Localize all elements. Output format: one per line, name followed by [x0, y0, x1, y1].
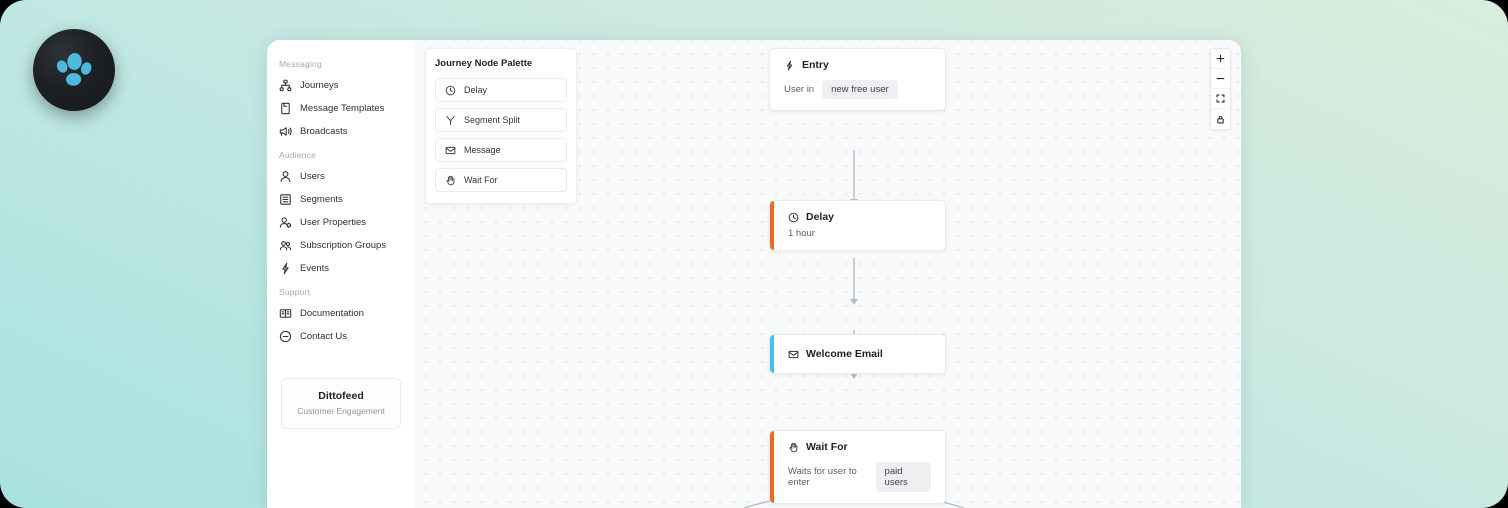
- palette-item-message[interactable]: Message: [435, 138, 567, 162]
- brand-card: Dittofeed Customer Engagement: [281, 378, 401, 429]
- lock-canvas-button[interactable]: [1211, 109, 1230, 129]
- sidebar-item-label: Users: [300, 171, 325, 182]
- canvas-zoom-controls: [1210, 48, 1231, 130]
- sidebar-item-events[interactable]: Events: [267, 257, 414, 280]
- fit-view-button[interactable]: [1211, 89, 1230, 109]
- palette-item-delay[interactable]: Delay: [435, 78, 567, 102]
- chat-icon: [279, 330, 292, 343]
- sidebar-item-broadcasts[interactable]: Broadcasts: [267, 120, 414, 143]
- node-accent-bar: [770, 201, 774, 250]
- node-accent-bar: [770, 431, 774, 503]
- book-icon: [279, 307, 292, 320]
- sidebar-item-label: Broadcasts: [300, 126, 348, 137]
- brand-tagline: Customer Engagement: [297, 406, 385, 416]
- document-icon: [279, 102, 292, 115]
- node-title: Wait For: [806, 441, 848, 453]
- node-subtitle: Waits for user to enter paid users: [788, 462, 931, 492]
- user-icon: [279, 170, 292, 183]
- sidebar-item-label: Segments: [300, 194, 343, 205]
- sidebar-item-label: Message Templates: [300, 103, 385, 114]
- sidebar-item-user-properties[interactable]: User Properties: [267, 211, 414, 234]
- hand-icon: [445, 175, 456, 186]
- palette-item-wait-for[interactable]: Wait For: [435, 168, 567, 192]
- sidebar-item-label: Documentation: [300, 308, 364, 319]
- palette-item-label: Wait For: [464, 175, 498, 185]
- palette-item-segment-split[interactable]: Segment Split: [435, 108, 567, 132]
- sidebar-item-label: Subscription Groups: [300, 240, 387, 251]
- journey-node-welcome-email[interactable]: Welcome Email: [769, 334, 946, 374]
- sidebar-item-label: Journeys: [300, 80, 339, 91]
- node-subtitle: User in new free user: [784, 80, 931, 99]
- node-accent-bar: [770, 335, 774, 373]
- segment-chip[interactable]: paid users: [875, 462, 931, 492]
- sidebar: Messaging Journeys Message Templates: [267, 40, 414, 508]
- app-window: Messaging Journeys Message Templates: [267, 40, 1241, 508]
- clock-icon: [445, 85, 456, 96]
- hand-icon: [788, 442, 799, 453]
- sidebar-item-users[interactable]: Users: [267, 165, 414, 188]
- palette-title: Journey Node Palette: [435, 58, 533, 69]
- zoom-out-button[interactable]: [1211, 69, 1230, 89]
- sidebar-item-label: User Properties: [300, 217, 366, 228]
- journey-node-delay[interactable]: Delay 1 hour: [769, 200, 946, 251]
- journey-node-palette: Journey Node Palette Delay Segment Split: [425, 48, 577, 204]
- sitemap-icon: [279, 79, 292, 92]
- segments-icon: [279, 193, 292, 206]
- sidebar-item-documentation[interactable]: Documentation: [267, 302, 414, 325]
- sidebar-item-segments[interactable]: Segments: [267, 188, 414, 211]
- zoom-in-button[interactable]: [1211, 49, 1230, 69]
- sidebar-section-messaging: Messaging: [279, 59, 322, 69]
- journey-canvas[interactable]: Journey Node Palette Delay Segment Split: [414, 40, 1241, 508]
- journey-node-entry[interactable]: Entry User in new free user: [769, 48, 946, 111]
- brand-name: Dittofeed: [318, 390, 364, 402]
- sidebar-item-contact-us[interactable]: Contact Us: [267, 325, 414, 348]
- lightning-icon: [279, 262, 292, 275]
- segment-chip[interactable]: new free user: [822, 80, 898, 99]
- sidebar-section-support: Support: [279, 287, 311, 297]
- sidebar-item-journeys[interactable]: Journeys: [267, 74, 414, 97]
- palette-item-label: Message: [464, 145, 501, 155]
- node-prefix-text: 1 hour: [788, 228, 815, 239]
- users-group-icon: [279, 239, 292, 252]
- fork-icon: [445, 115, 456, 126]
- envelope-icon: [788, 349, 799, 360]
- envelope-icon: [445, 145, 456, 156]
- megaphone-icon: [279, 125, 292, 138]
- sidebar-item-subscription-groups[interactable]: Subscription Groups: [267, 234, 414, 257]
- node-prefix-text: Waits for user to enter: [788, 466, 857, 488]
- lightning-icon: [784, 60, 795, 71]
- sidebar-item-message-templates[interactable]: Message Templates: [267, 97, 414, 120]
- sidebar-item-label: Contact Us: [300, 331, 347, 342]
- sidebar-section-audience: Audience: [279, 150, 317, 160]
- node-title: Delay: [806, 211, 835, 223]
- clock-icon: [788, 212, 799, 223]
- palette-item-label: Delay: [464, 85, 488, 95]
- palette-item-label: Segment Split: [464, 115, 521, 125]
- node-prefix-text: User in: [784, 84, 815, 95]
- journey-node-wait-for[interactable]: Wait For Waits for user to enter paid us…: [769, 430, 946, 504]
- node-title: Entry: [802, 59, 829, 71]
- dittofeed-paw-logo-icon: [33, 29, 115, 111]
- node-title: Welcome Email: [806, 348, 883, 360]
- user-properties-icon: [279, 216, 292, 229]
- node-subtitle: 1 hour: [788, 228, 931, 239]
- sidebar-item-label: Events: [300, 263, 330, 274]
